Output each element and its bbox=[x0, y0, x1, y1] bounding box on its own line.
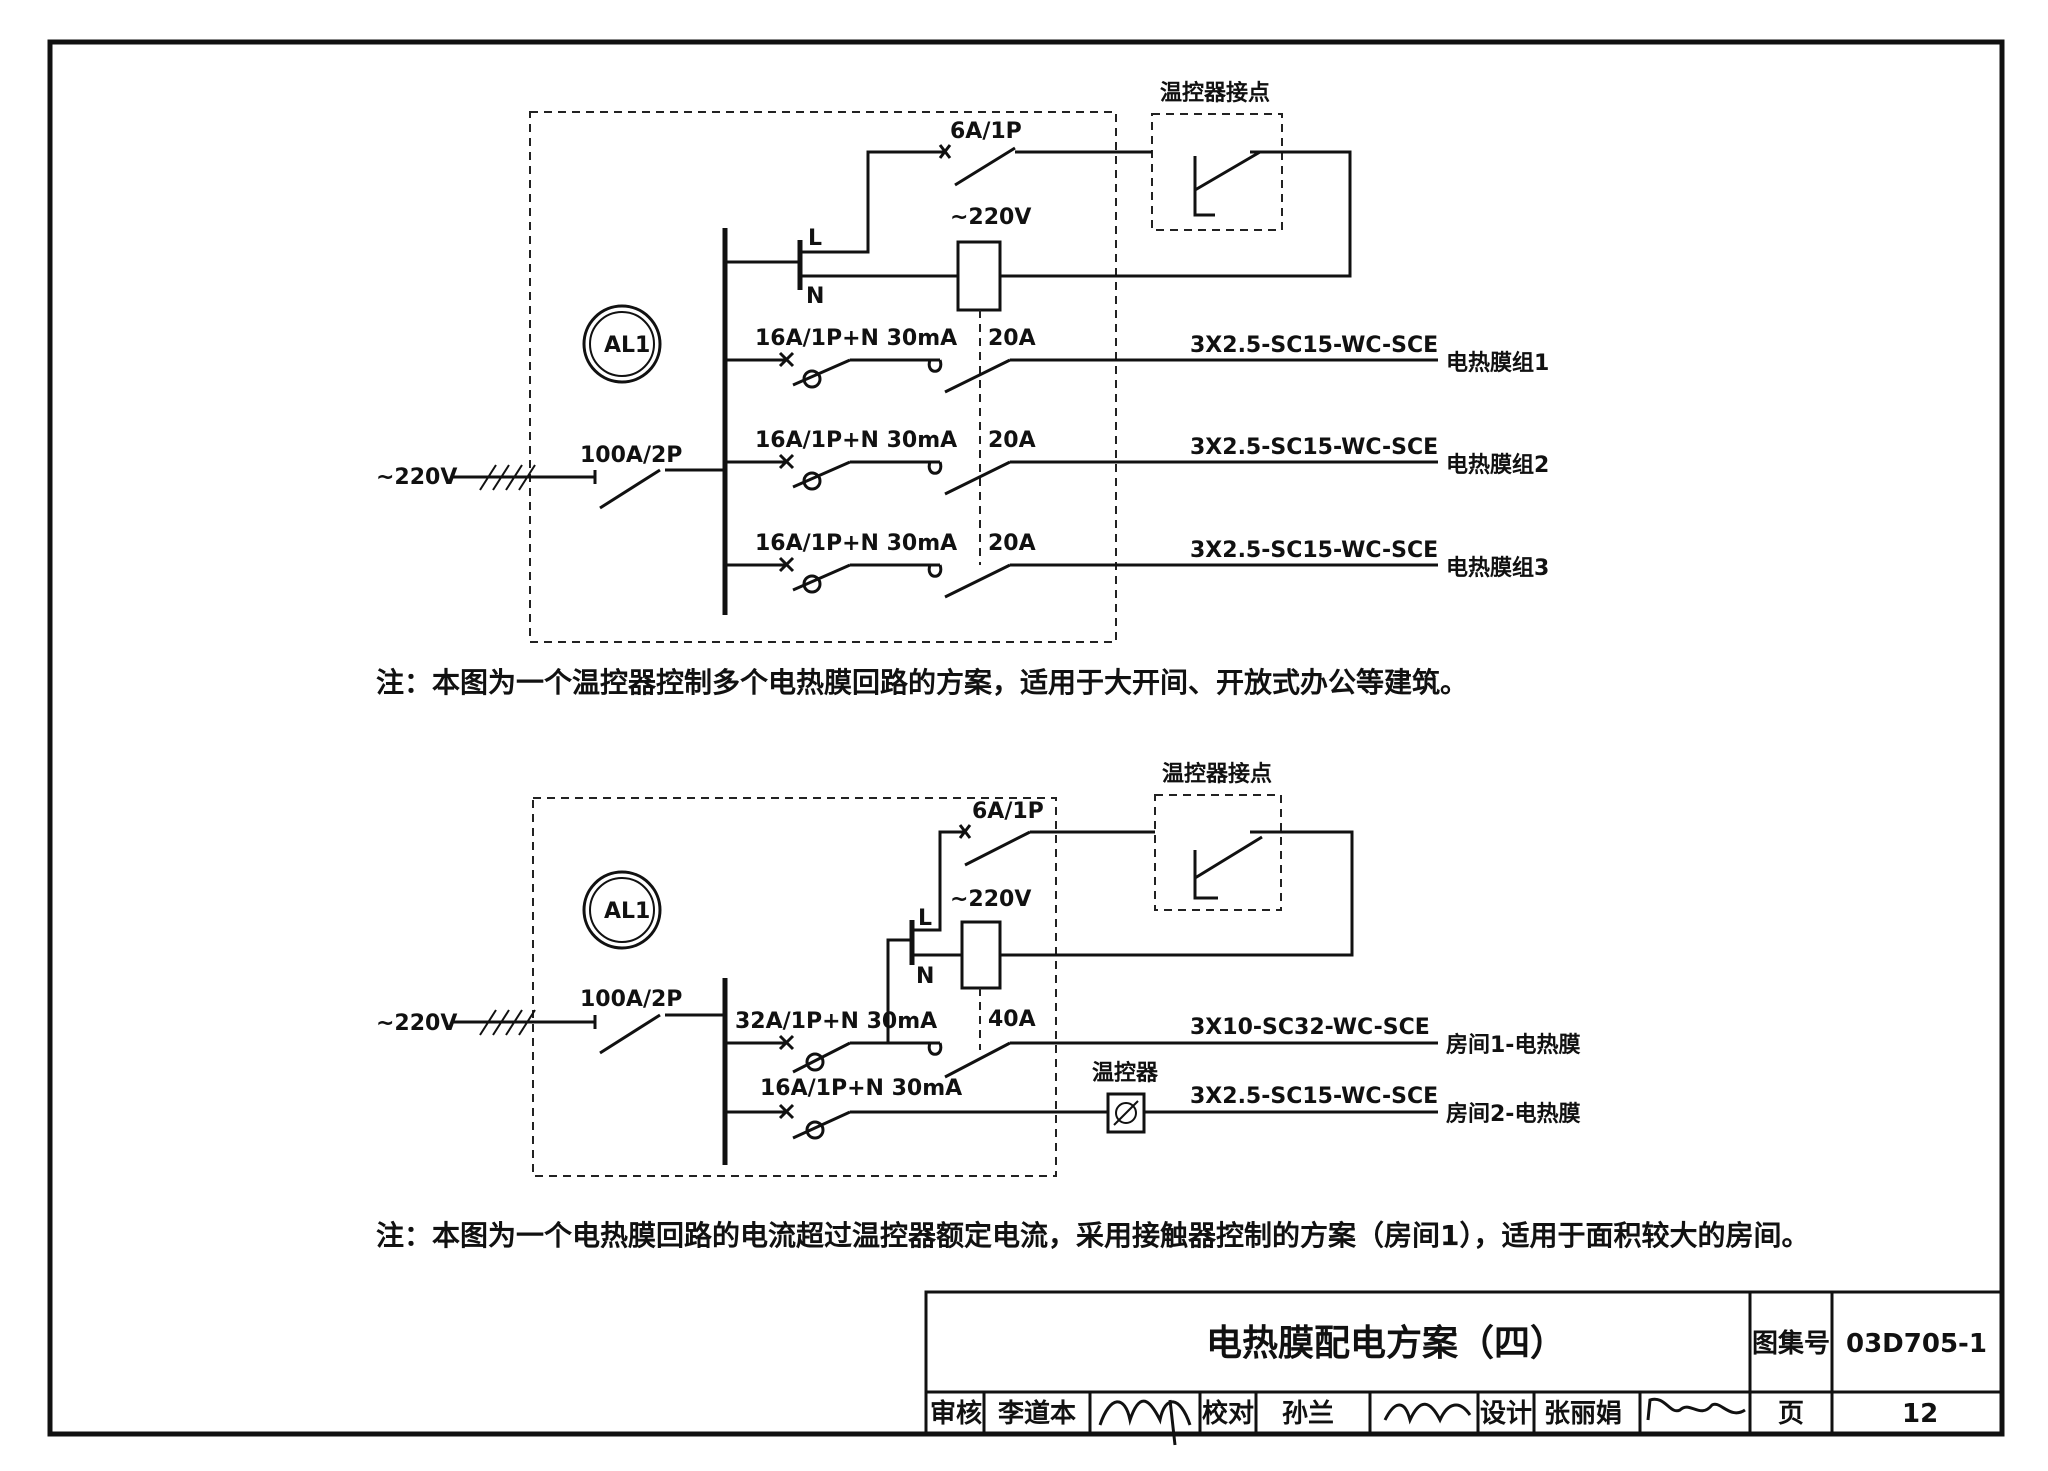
phase-L-label-2: L bbox=[918, 906, 932, 931]
note-1: 注：本图为一个温控器控制多个电热膜回路的方案，适用于大开间、开放式办公等建筑。 bbox=[376, 666, 1468, 699]
reviewer-signature bbox=[1098, 1399, 1192, 1446]
control-breaker-label-1: 6A/1P bbox=[950, 119, 1022, 144]
branch1-1-contactor: 20A bbox=[988, 326, 1036, 351]
contactor-coil-label-2: ~220V bbox=[950, 887, 1031, 912]
supply-three-phase-ticks-1 bbox=[479, 464, 536, 491]
panel-ref-circle-2 bbox=[582, 870, 662, 950]
checker-name: 孙兰 bbox=[1282, 1399, 1334, 1429]
main-breaker-symbol-2 bbox=[593, 1013, 725, 1055]
phase-N-label-2: N bbox=[916, 964, 934, 989]
thermostat-contact-label-1: 温控器接点 bbox=[1160, 80, 1270, 106]
supply-label-2: ~220V bbox=[376, 1011, 457, 1036]
atlas-number: 03D705-1 bbox=[1846, 1329, 1987, 1359]
reviewer-name: 李道本 bbox=[997, 1398, 1076, 1429]
contactor-coil-1 bbox=[956, 240, 1002, 312]
main-breaker-label-2: 100A/2P bbox=[580, 987, 682, 1012]
panel-ref-label-2: AL1 bbox=[604, 899, 650, 924]
control-feed-2 bbox=[886, 938, 912, 1043]
branch-1-3: 16A/1P+N 30mA 20A 3X2.5-SC15-WC-SCE 电热膜组… bbox=[725, 531, 1549, 599]
branch2-2-load: 房间2-电热膜 bbox=[1446, 1101, 1580, 1127]
checker-signature bbox=[1383, 1402, 1472, 1425]
diagram-1: 温控器接点 ~220V 100A/2P L N 6A/1P ~220V 16A/… bbox=[376, 80, 1549, 699]
thermostat-contact-box-2 bbox=[1154, 794, 1282, 911]
main-breaker-symbol-1 bbox=[593, 468, 725, 510]
title-block: 电热膜配电方案（四） 图集号 03D705-1 审核 李道本 校对 孙兰 设计 … bbox=[924, 1290, 2004, 1446]
branch-2-1: 32A/1P+N 30mA 40A 3X10-SC32-WC-SCE 房间1-电… bbox=[725, 1007, 1580, 1079]
phase-L-label-1: L bbox=[808, 226, 822, 251]
phase-L-line-2 bbox=[912, 830, 965, 932]
branch2-1-breaker: 32A/1P+N 30mA bbox=[735, 1009, 937, 1034]
branch2-2-cable: 3X2.5-SC15-WC-SCE bbox=[1190, 1084, 1438, 1109]
branch-1-1: 16A/1P+N 30mA 20A 3X2.5-SC15-WC-SCE 电热膜组… bbox=[725, 326, 1549, 394]
branch2-1-load: 房间1-电热膜 bbox=[1446, 1032, 1580, 1058]
branch1-3-contactor: 20A bbox=[988, 531, 1036, 556]
branch-2-2: 16A/1P+N 30mA 温控器 3X2.5-SC15-WC-SCE 房间2-… bbox=[725, 1060, 1580, 1140]
panel-box-2 bbox=[532, 797, 1057, 1177]
thermostat-contact-symbol-2 bbox=[1000, 830, 1354, 957]
branch1-1-breaker: 16A/1P+N 30mA bbox=[755, 326, 957, 351]
branch1-1-cable: 3X2.5-SC15-WC-SCE bbox=[1190, 333, 1438, 358]
branch2-1-contactor: 40A bbox=[988, 1007, 1036, 1032]
branch2-1-cable: 3X10-SC32-WC-SCE bbox=[1190, 1015, 1430, 1040]
phase-N-label-1: N bbox=[806, 284, 824, 309]
control-breaker-symbol-1 bbox=[938, 144, 1152, 187]
designer-signature bbox=[1646, 1397, 1746, 1421]
drawing-title: 电热膜配电方案（四） bbox=[1206, 1323, 1566, 1364]
branch1-2-breaker: 16A/1P+N 30mA bbox=[755, 428, 957, 453]
branch2-2-thermostat: 温控器 bbox=[1092, 1060, 1159, 1086]
branch1-2-load: 电热膜组2 bbox=[1446, 452, 1549, 478]
contactor-coil-label-1: ~220V bbox=[950, 205, 1031, 230]
page-number: 12 bbox=[1902, 1399, 1938, 1429]
design-label: 设计 bbox=[1480, 1399, 1532, 1429]
thermostat-contact-box-1 bbox=[1151, 113, 1283, 231]
diagram-2: 温控器接点 ~220V 100A/2P 32A/1P+N 30mA 40A 3X… bbox=[376, 761, 1810, 1252]
branch-1-2: 16A/1P+N 30mA 20A 3X2.5-SC15-WC-SCE 电热膜组… bbox=[725, 428, 1549, 496]
branch1-3-breaker: 16A/1P+N 30mA bbox=[755, 531, 957, 556]
panel-ref-circle-1 bbox=[582, 304, 662, 384]
panel-box-1 bbox=[529, 111, 1117, 643]
phase-L-line-1 bbox=[800, 150, 945, 254]
branch1-3-load: 电热膜组3 bbox=[1446, 555, 1549, 581]
control-breaker-symbol-2 bbox=[958, 824, 1155, 867]
main-breaker-label-1: 100A/2P bbox=[580, 443, 682, 468]
thermostat-contact-label-2: 温控器接点 bbox=[1162, 761, 1272, 787]
contactor-coil-2 bbox=[960, 920, 1002, 990]
panel-ref-label-1: AL1 bbox=[604, 333, 650, 358]
page-label: 页 bbox=[1778, 1399, 1804, 1429]
branch1-1-load: 电热膜组1 bbox=[1446, 350, 1549, 376]
branch2-2-breaker: 16A/1P+N 30mA bbox=[760, 1076, 962, 1101]
atlas-label: 图集号 bbox=[1752, 1328, 1830, 1359]
supply-three-phase-ticks-2 bbox=[479, 1009, 536, 1036]
branch1-3-cable: 3X2.5-SC15-WC-SCE bbox=[1190, 538, 1438, 563]
supply-label-1: ~220V bbox=[376, 465, 457, 490]
branch1-2-contactor: 20A bbox=[988, 428, 1036, 453]
review-label: 审核 bbox=[930, 1398, 982, 1429]
thermostat-contact-symbol-1 bbox=[1000, 150, 1352, 278]
note-2: 注：本图为一个电热膜回路的电流超过温控器额定电流，采用接触器控制的方案（房间1）… bbox=[376, 1219, 1810, 1252]
check-label: 校对 bbox=[1202, 1398, 1254, 1429]
control-breaker-label-2: 6A/1P bbox=[972, 799, 1044, 824]
branch1-2-cable: 3X2.5-SC15-WC-SCE bbox=[1190, 435, 1438, 460]
designer-name: 张丽娟 bbox=[1544, 1399, 1622, 1429]
